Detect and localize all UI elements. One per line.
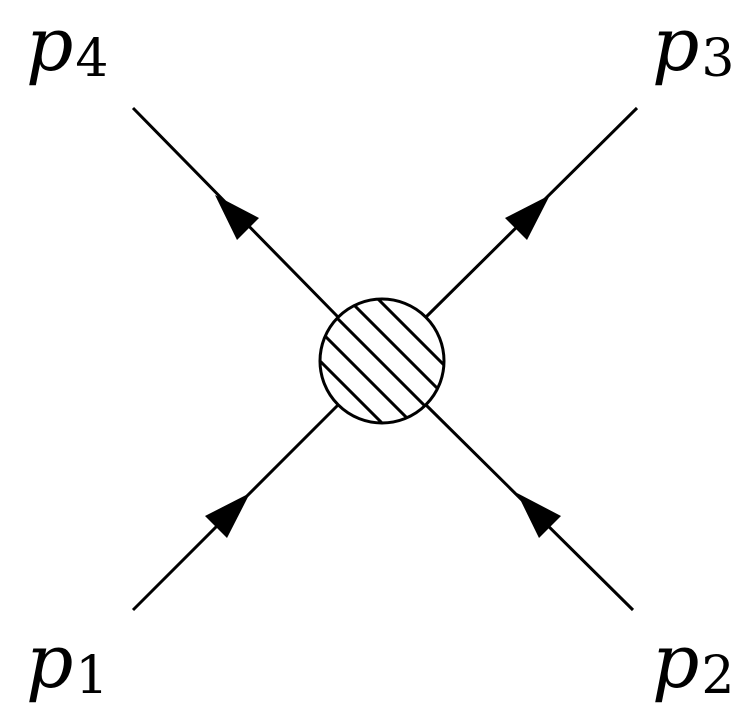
vertex-blob — [318, 297, 446, 425]
arrow-p1-icon — [205, 493, 250, 538]
arrow-p4-icon — [215, 195, 259, 240]
arrow-p3-icon — [505, 195, 550, 240]
label-p4: p4 — [26, 2, 108, 89]
label-p3: p3 — [652, 2, 734, 89]
label-p1: p1 — [26, 619, 108, 706]
arrow-p2-icon — [517, 493, 561, 538]
label-p2: p2 — [652, 619, 734, 706]
